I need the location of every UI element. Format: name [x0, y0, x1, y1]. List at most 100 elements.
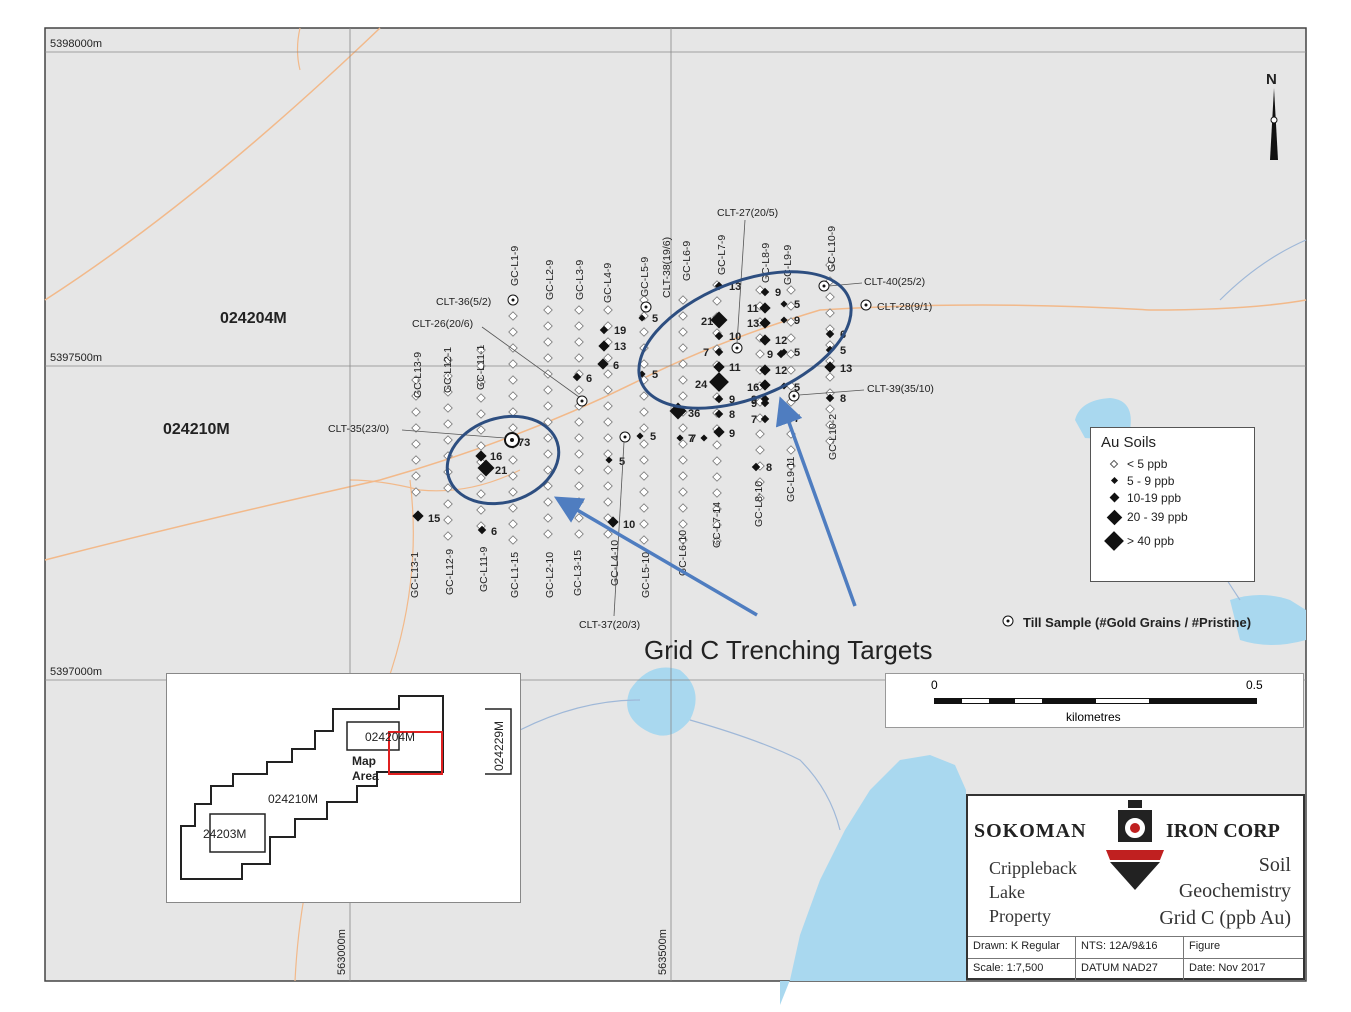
soil-sample-low: [508, 519, 518, 529]
svg-text:CLT-36(5/2): CLT-36(5/2): [436, 296, 491, 308]
date-cell: Date: Nov 2017: [1184, 958, 1303, 980]
soil-sample-low: [508, 311, 518, 321]
north-arrow: N: [1266, 71, 1278, 160]
soil-sample-low: [603, 449, 613, 459]
au-value-label: 9: [794, 315, 800, 327]
soil-sample-anomaly: [759, 364, 771, 376]
soil-sample-low: [825, 292, 835, 302]
soil-sample-anomaly: [780, 348, 788, 356]
soil-sample-low: [712, 520, 722, 530]
pond-far-east: [1230, 595, 1306, 645]
road-stub: [296, 27, 301, 71]
au-value-label: 9: [751, 398, 757, 410]
soil-sample-low: [825, 324, 835, 334]
soil-sample-anomaly: [676, 434, 684, 442]
soil-sample-anomaly: [572, 372, 582, 382]
line-label: GC-L2-10: [544, 552, 556, 598]
claim-outline-024204: [346, 721, 400, 751]
soil-sample-anomaly: [710, 311, 728, 329]
soil-sample-low: [678, 391, 688, 401]
soil-sample-low: [508, 391, 518, 401]
soil-sample-low: [411, 439, 421, 449]
soil-sample-low: [443, 435, 453, 445]
soil-sample-low: [786, 365, 796, 375]
soil-sample-low: [508, 407, 518, 417]
soil-sample-low: [443, 387, 453, 397]
line-label: GC-L3-9: [574, 260, 586, 300]
soil-sample-low: [476, 361, 486, 371]
soil-sample-low: [476, 345, 486, 355]
scale-max: 0.5: [1246, 678, 1263, 692]
line-label: GC-L1-15: [509, 552, 521, 598]
soil-sample-low: [508, 327, 518, 337]
title-block: SOKOMAN IRON CORP Crippleback Lake Prope…: [966, 794, 1305, 980]
au-value-label: 9: [775, 287, 781, 299]
soil-sample-low: [476, 425, 486, 435]
soil-sample-low: [508, 455, 518, 465]
au-value-label: 8: [840, 393, 846, 405]
till-sample: CLT-38(19/6): [640, 237, 673, 313]
till-sample: CLT-37(20/3): [579, 431, 640, 631]
line-label: GC-L4-9: [602, 263, 614, 303]
inset-claim-label: 024210M: [268, 792, 318, 806]
soil-sample-low: [508, 423, 518, 433]
soil-sample-anomaly: [759, 379, 771, 391]
soil-sample-low: [825, 308, 835, 318]
au-value-label: 9: [729, 428, 735, 440]
north-arrow-icon: [1270, 88, 1278, 160]
line-label: GC-L11-9: [478, 547, 490, 592]
soil-sample-low: [574, 321, 584, 331]
scale-bar: 0 0.5 kilometres: [885, 673, 1304, 728]
soil-sample-low: [603, 401, 613, 411]
line-label: GC-L13-1: [409, 552, 421, 598]
soil-sample-low: [678, 439, 688, 449]
soil-sample-low: [786, 333, 796, 343]
scale-unit: kilometres: [1066, 710, 1121, 724]
company-name-right: IRON CORP: [1166, 820, 1280, 842]
line-label: GC-L7-9: [716, 235, 728, 275]
soil-sample-low: [574, 481, 584, 491]
au-value-label: 15: [428, 513, 440, 525]
soil-sample-low: [639, 439, 649, 449]
soil-sample-low: [639, 391, 649, 401]
soil-sample-anomaly: [714, 347, 724, 357]
till-sample: CLT-26(20/6): [412, 318, 588, 407]
legend-item: 10-19 ppb: [1101, 489, 1244, 506]
soil-sample-low: [508, 359, 518, 369]
soil-sample-anomaly: [751, 462, 761, 472]
road-spur: [349, 469, 521, 492]
svg-text:CLT-38(19/6): CLT-38(19/6): [661, 237, 673, 298]
soil-sample-low: [443, 499, 453, 509]
map-area-label: Area: [352, 769, 379, 783]
au-value-label: 10: [729, 331, 741, 343]
soil-sample-low: [443, 403, 453, 413]
soil-sample-low: [755, 445, 765, 455]
line-label: GC-L6-9: [681, 241, 693, 281]
soil-sample-low: [603, 497, 613, 507]
line-label: GC-L5-9: [639, 257, 651, 297]
au-value-label: 8: [729, 409, 735, 421]
au-value-label: 36: [688, 408, 700, 420]
svg-text:CLT-40(25/2): CLT-40(25/2): [864, 276, 925, 288]
au-value-label: 13: [614, 341, 626, 353]
soil-sample-low: [678, 423, 688, 433]
soil-sample-low: [411, 375, 421, 385]
soil-sample-low: [443, 483, 453, 493]
au-value-label: 5: [794, 347, 800, 359]
soil-sample-low: [755, 349, 765, 359]
till-sample: CLT-35(23/0): [328, 423, 520, 448]
stream-4: [1219, 239, 1307, 301]
soil-sample-low: [543, 321, 553, 331]
au-value-label: 11: [747, 303, 759, 315]
till-sample: CLT-27(20/5): [717, 207, 778, 354]
soil-sample-low: [786, 445, 796, 455]
svg-text:CLT-28(9/1): CLT-28(9/1): [877, 301, 932, 313]
soil-sample-low: [712, 504, 722, 514]
au-value-label: 6: [491, 526, 497, 538]
scale-cell: Scale: 1:7,500: [968, 958, 1076, 980]
till-sample: CLT-40(25/2): [818, 276, 925, 292]
soil-sample-low: [574, 417, 584, 427]
soil-sample-low: [678, 343, 688, 353]
figure-title-2: Geochemistry: [1178, 880, 1291, 902]
stream-2: [689, 719, 841, 831]
